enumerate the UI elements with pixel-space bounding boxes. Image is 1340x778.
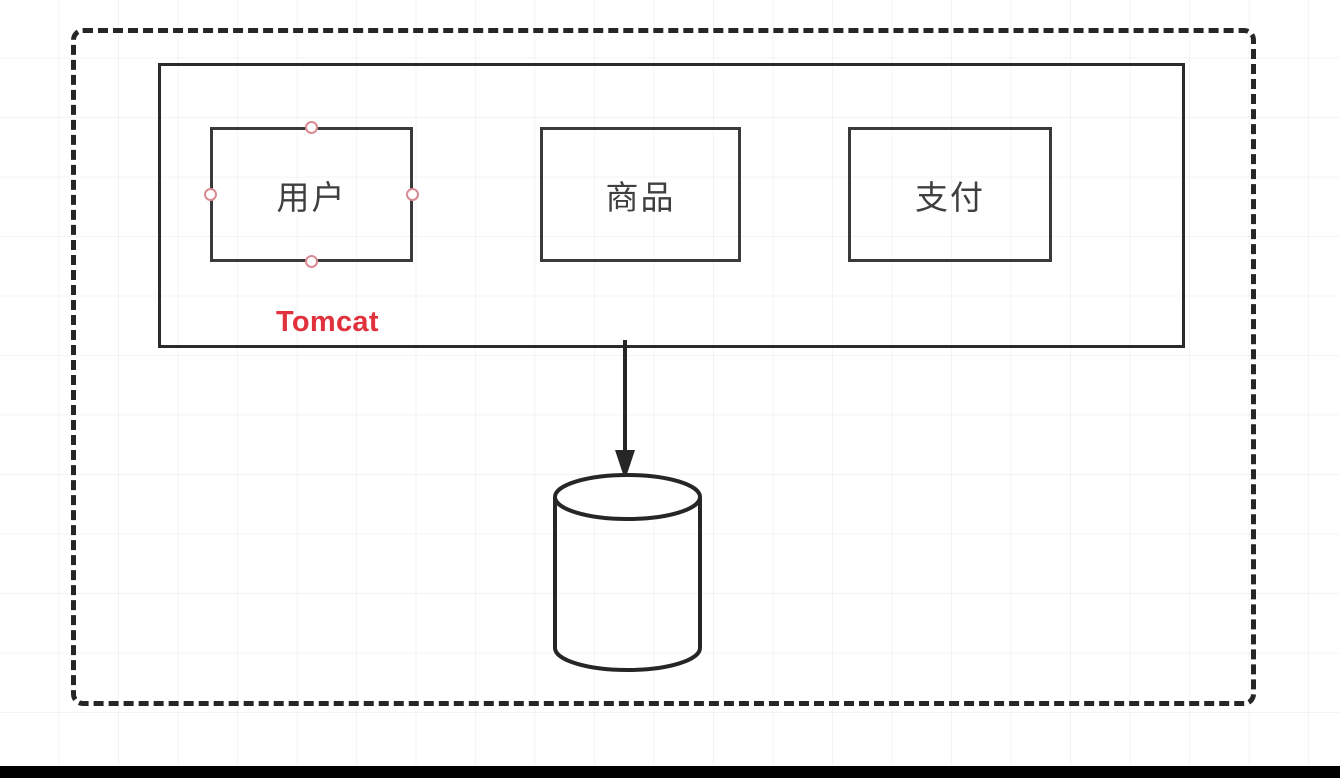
module-label-user: 用户 — [276, 177, 347, 217]
tomcat-label: Tomcat — [276, 306, 379, 338]
bottom-black-bar — [0, 766, 1340, 778]
database-cylinder-icon[interactable] — [550, 470, 705, 675]
connection-handle-left-icon[interactable] — [204, 188, 217, 201]
deployment-boundary[interactable] — [71, 28, 1256, 706]
connection-handle-top-icon[interactable] — [305, 121, 318, 134]
module-label-goods: 商品 — [605, 177, 676, 217]
connection-handle-bottom-icon[interactable] — [305, 255, 318, 268]
connection-handle-right-icon[interactable] — [406, 188, 419, 201]
module-label-pay: 支付 — [915, 177, 985, 217]
module-box-user[interactable]: 用户 — [210, 127, 413, 262]
tomcat-server-container[interactable] — [158, 63, 1185, 348]
tomcat-to-database-arrow-icon[interactable] — [560, 340, 740, 490]
module-box-pay[interactable]: 支付 — [848, 127, 1052, 262]
module-box-goods[interactable]: 商品 — [540, 127, 741, 262]
